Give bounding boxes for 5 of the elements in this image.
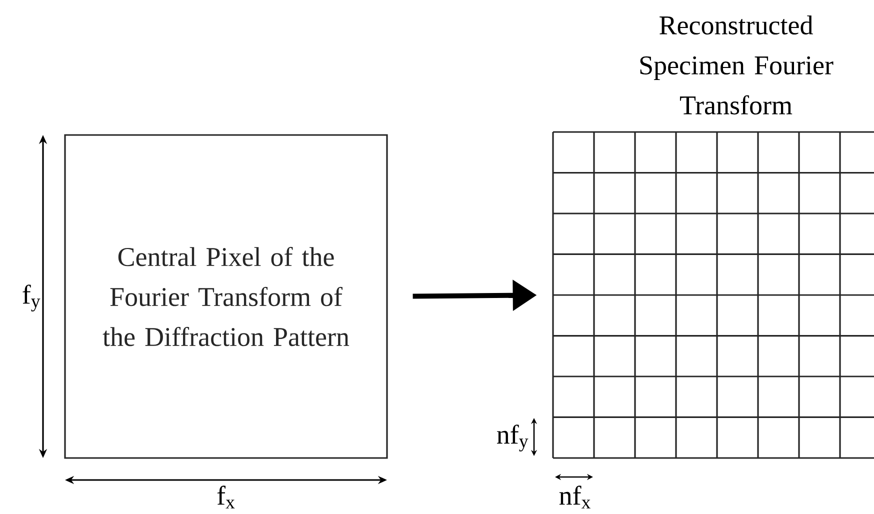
text-box: Central Pixel of the Fourier Transform of the Diffraction Pattern (64, 134, 388, 459)
dimension-label: f$_{y}$ (22, 284, 40, 312)
dimension-label: f$_{x}$ (217, 486, 235, 508)
grid-drawing: Reconstructed Specimen Fourier Transform (552, 16, 874, 459)
dimension-label: nf$_{x}$ (559, 486, 590, 508)
